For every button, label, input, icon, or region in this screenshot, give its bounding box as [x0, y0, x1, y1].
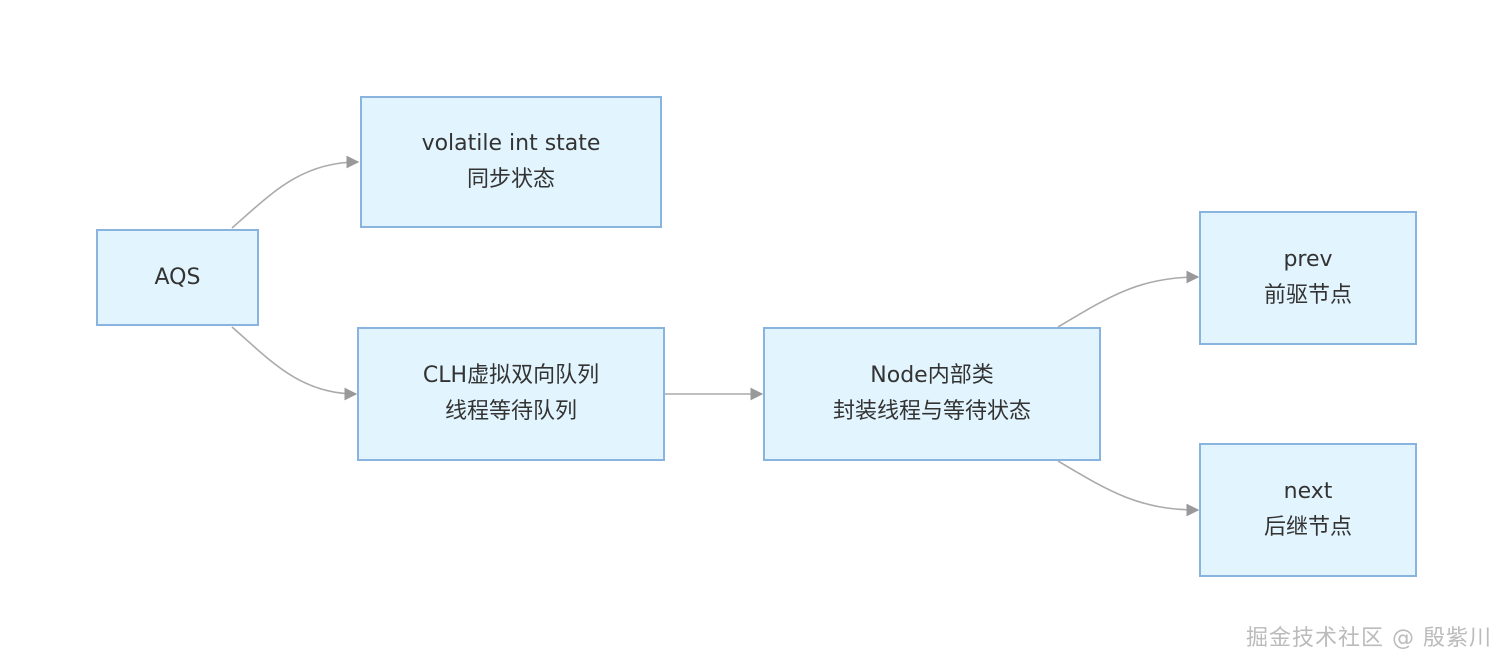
edge-node-to-prev — [1057, 270, 1200, 328]
node-next-sublabel: 后继节点 — [1263, 515, 1352, 540]
node-aqs: AQS — [96, 229, 259, 326]
node-node-class-label: Node内部类 — [870, 363, 994, 388]
node-aqs-label: AQS — [154, 264, 201, 290]
edge-aqs-to-clh — [231, 326, 358, 401]
edge-node-to-next — [1057, 460, 1200, 517]
node-state-sublabel: 同步状态 — [466, 167, 555, 192]
node-prev-label: prev — [1283, 247, 1333, 272]
node-prev: prev 前驱节点 — [1199, 211, 1417, 345]
node-clh-queue-label: CLH虚拟双向队列 — [422, 363, 600, 388]
node-node-class: Node内部类 封装线程与等待状态 — [763, 327, 1101, 461]
node-next: next 后继节点 — [1199, 443, 1417, 577]
node-node-class-sublabel: 封装线程与等待状态 — [832, 399, 1031, 424]
node-next-label: next — [1283, 479, 1333, 504]
node-state: volatile int state 同步状态 — [360, 96, 662, 228]
node-state-label: volatile int state — [421, 131, 601, 156]
node-clh-queue-sublabel: 线程等待队列 — [444, 399, 577, 424]
watermark: 掘金技术社区 @ 殷紫川 — [1246, 626, 1492, 651]
edge-aqs-to-state — [231, 155, 360, 229]
node-clh-queue: CLH虚拟双向队列 线程等待队列 — [357, 327, 665, 461]
node-prev-sublabel: 前驱节点 — [1263, 283, 1352, 308]
